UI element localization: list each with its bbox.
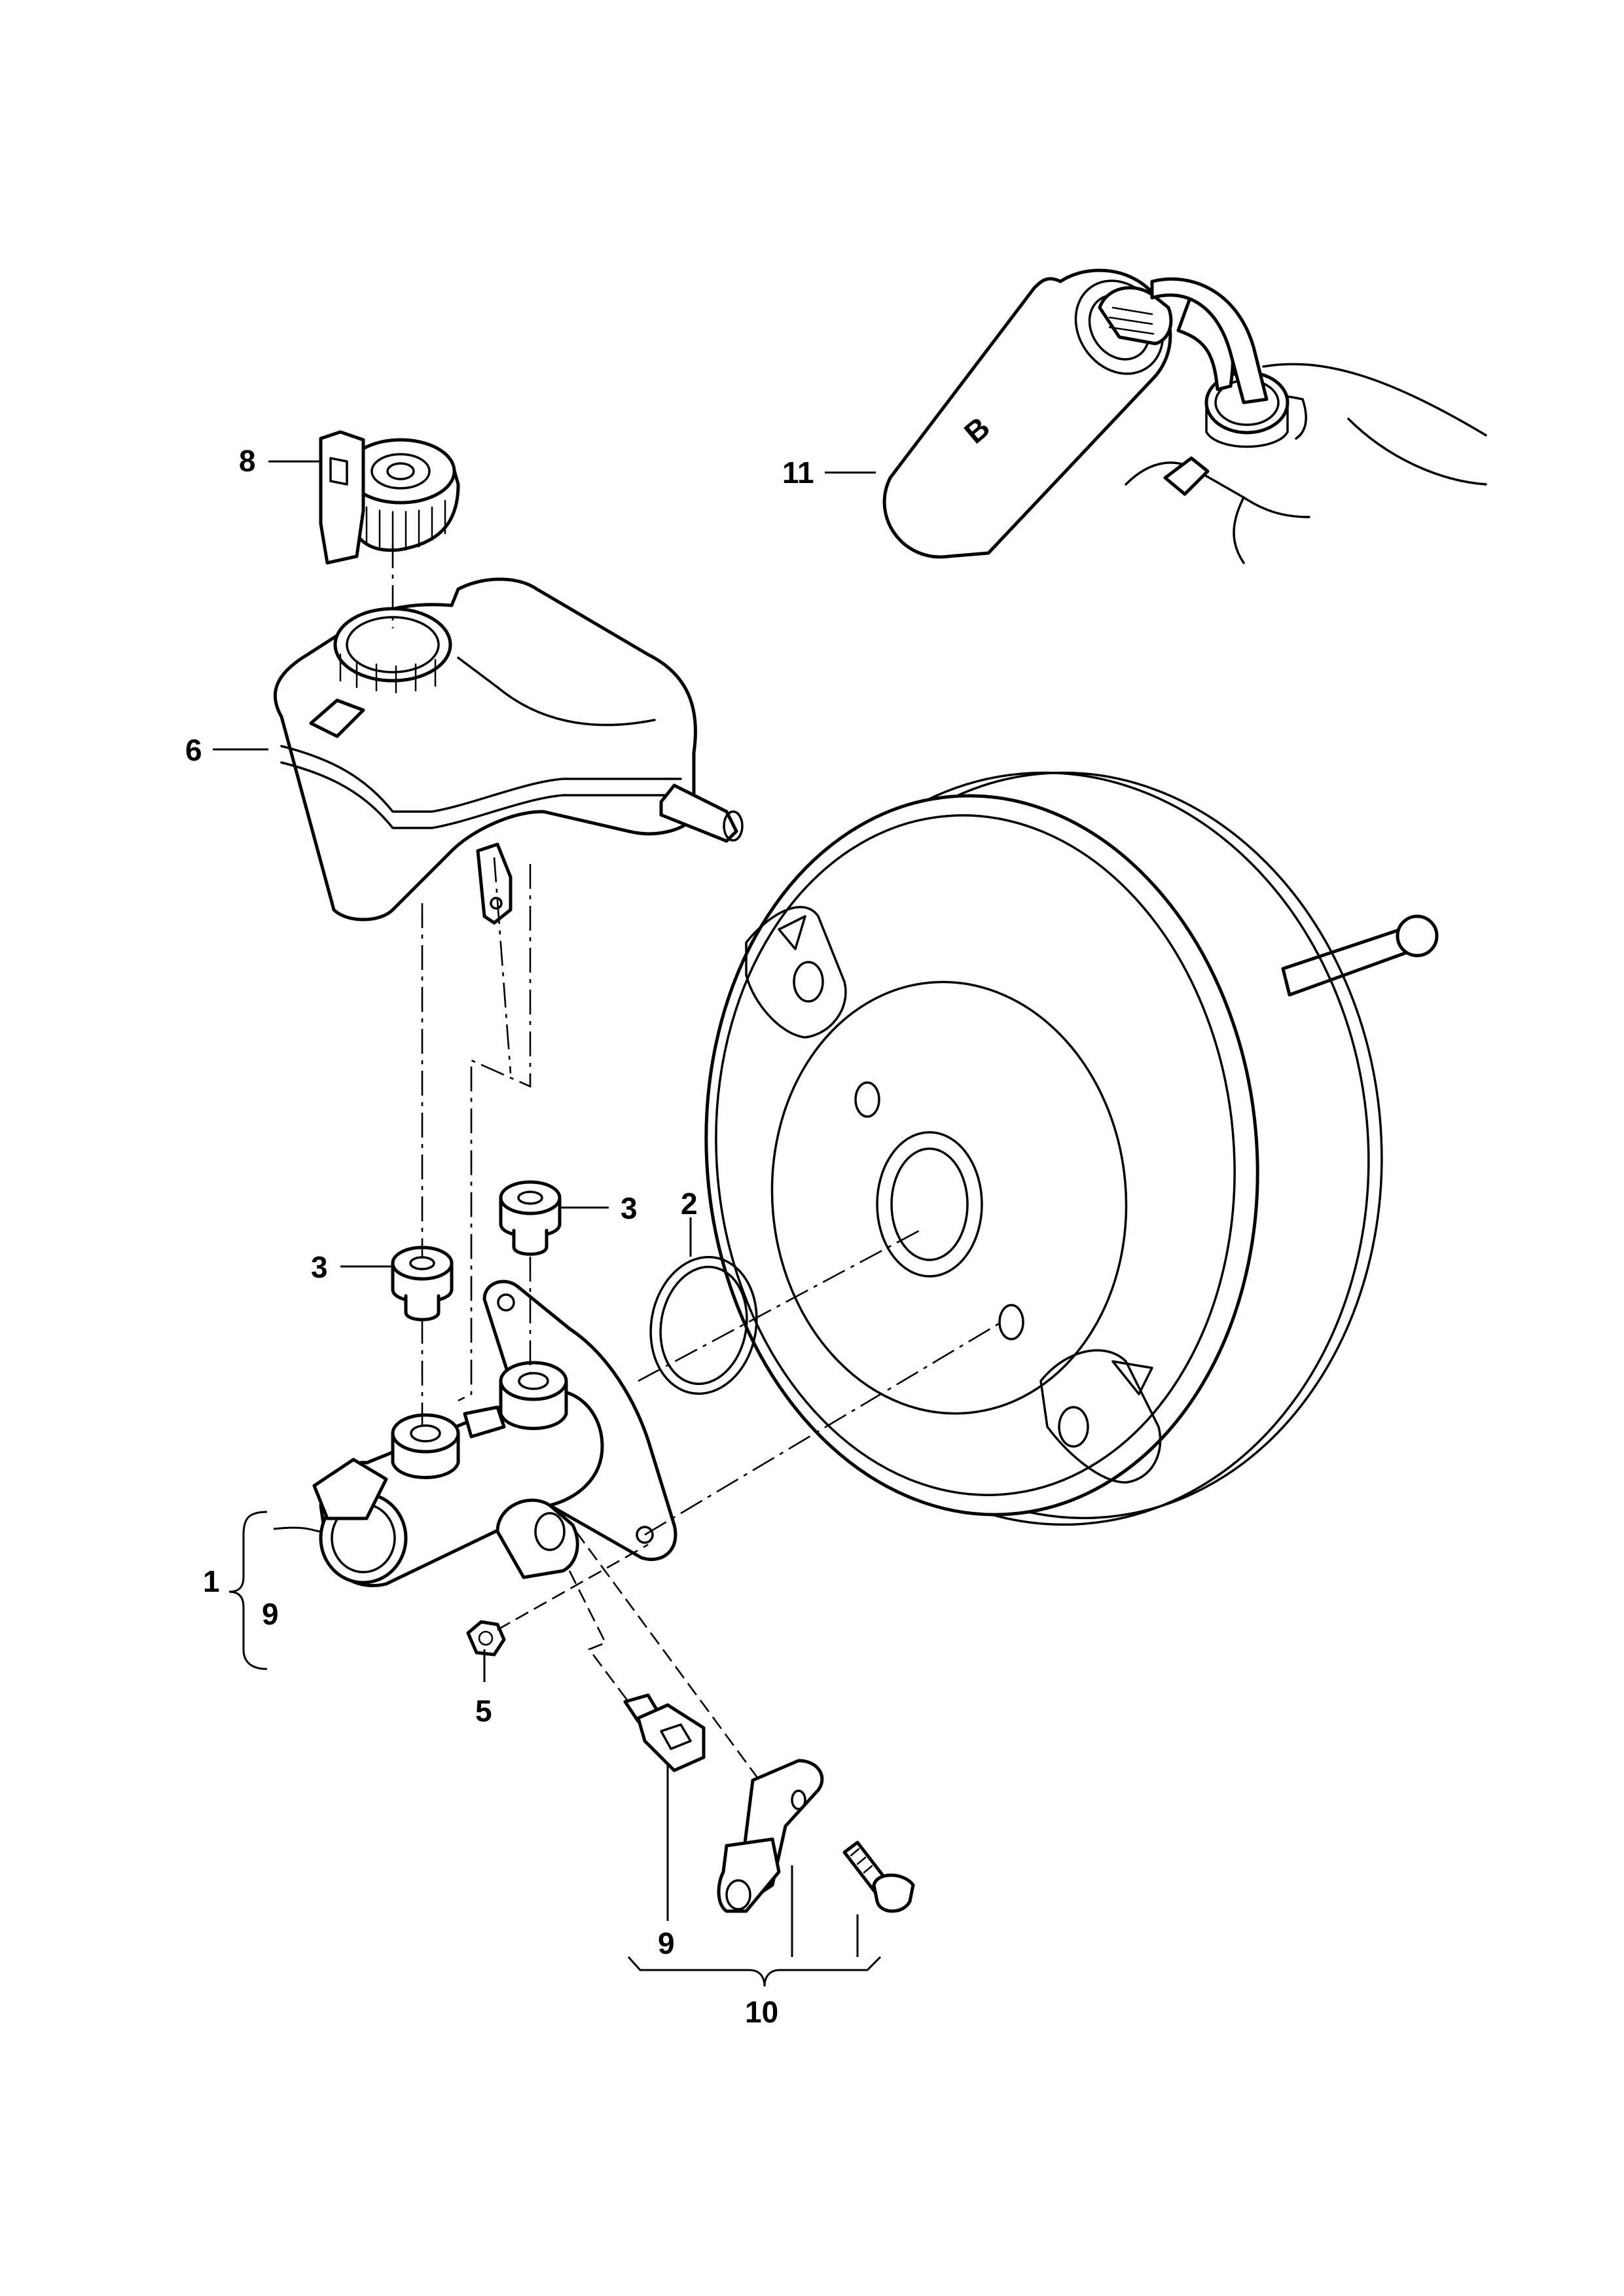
assembly-lines <box>391 543 1002 1781</box>
callout-11: 11 <box>782 456 814 490</box>
brake-fluid-bottle: B <box>882 268 1487 564</box>
brake-fluid-reservoir <box>273 577 744 925</box>
callout-10: 10 <box>745 1995 778 2029</box>
callout-5: 5 <box>475 1694 492 1728</box>
callout-3-upper: 3 <box>621 1191 638 1225</box>
callout-2: 2 <box>681 1187 698 1221</box>
brake-master-cylinder <box>312 1280 677 1588</box>
brake-light-switch <box>623 1693 706 1772</box>
leader-lines <box>213 460 882 1987</box>
callout-1: 1 <box>203 1564 220 1598</box>
callout-9-left: 9 <box>262 1597 279 1631</box>
callout-labels: 8 11 6 3 2 3 1 9 5 9 10 <box>185 444 814 2029</box>
grommet-lower <box>391 1246 454 1321</box>
callout-9-bottom: 9 <box>658 1926 675 1960</box>
seal-ring <box>649 1255 758 1395</box>
nut <box>466 1620 506 1657</box>
callout-3-lower: 3 <box>311 1250 328 1284</box>
callout-6: 6 <box>185 733 202 767</box>
reservoir-cap-with-sensor <box>319 430 460 565</box>
brake-booster <box>704 771 1439 1526</box>
sensor-bracket <box>717 1759 915 1913</box>
callout-8: 8 <box>239 444 256 478</box>
grommet-upper <box>499 1180 562 1256</box>
